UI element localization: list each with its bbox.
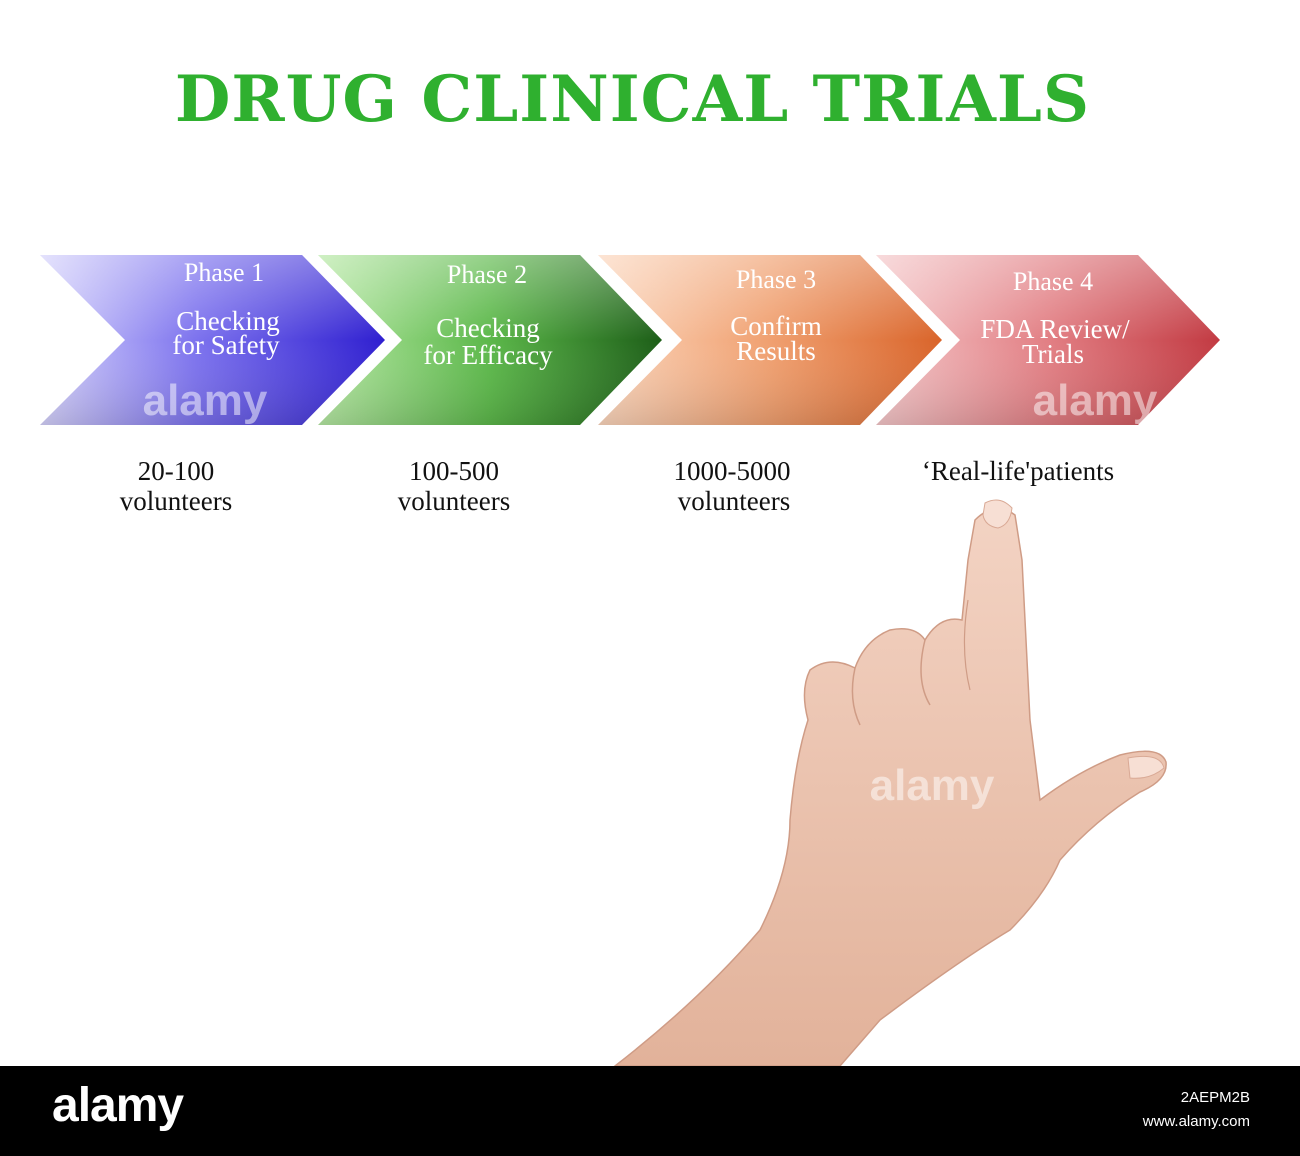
watermark-text: alamy <box>870 761 995 810</box>
phase-2-description-line-1: Checking <box>436 313 539 343</box>
phase-4-count-line-1: ‘Real-life'patients <box>922 456 1114 486</box>
phase-2-count-line-2: volunteers <box>398 486 510 516</box>
phase-diagram: alamy alamy Phase 1 Checking for Safety … <box>40 255 1220 1066</box>
phase-1-count-line-2: volunteers <box>120 486 232 516</box>
phase-2-count-line-1: 100-500 <box>409 456 499 486</box>
footer-bar: alamy 2AEPM2B www.alamy.com <box>0 1066 1300 1156</box>
phase-3-count-line-2: volunteers <box>678 486 790 516</box>
phase-4-description-line-1: FDA Review/ <box>980 314 1130 344</box>
phase-2-label: Phase 2 <box>447 260 527 289</box>
phase-1-description-line-2: for Safety <box>172 330 280 360</box>
image-id: 2AEPM2B <box>1180 1089 1250 1106</box>
diagram-title: DRUG CLINICAL TRIALS <box>174 62 1091 137</box>
image-reference: 2AEPM2B www.alamy.com <box>1143 1086 1250 1134</box>
phase-4-description-line-2: Trials <box>1022 339 1084 369</box>
phase-1-description-line-1: Checking <box>176 306 279 336</box>
alamy-logo: alamy <box>52 1079 184 1132</box>
phase-3-label: Phase 3 <box>736 265 816 294</box>
phase-3-description-line-1: Confirm <box>730 311 822 341</box>
phase-3-chevron <box>598 255 942 425</box>
watermark-text: alamy <box>1033 376 1158 425</box>
phase-1-label: Phase 1 <box>184 258 264 287</box>
phase-1-chevron <box>40 255 385 425</box>
phase-3-description-line-2: Results <box>736 336 816 366</box>
phase-3-count-line-1: 1000-5000 <box>674 456 791 486</box>
phase-4-label: Phase 4 <box>1013 267 1093 296</box>
watermark-text: alamy <box>143 376 268 425</box>
phase-2-chevron <box>318 255 662 425</box>
site-url: www.alamy.com <box>1142 1113 1250 1130</box>
pointing-hand: alamy <box>613 499 1167 1066</box>
phase-1-count-line-1: 20-100 <box>138 456 215 486</box>
phase-4-chevron <box>876 255 1220 425</box>
phase-2-description-line-2: for Efficacy <box>423 340 553 370</box>
